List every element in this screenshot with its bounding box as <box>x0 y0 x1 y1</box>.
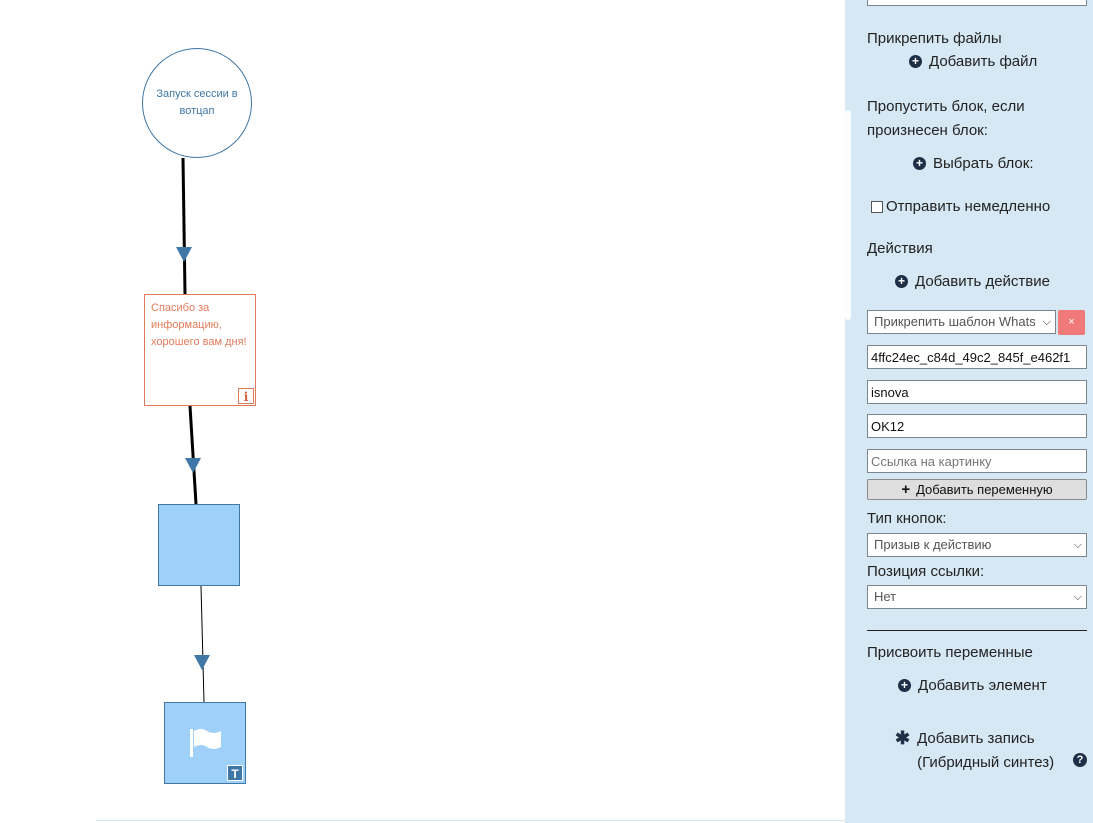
add-file-label: Добавить файл <box>929 53 1038 70</box>
link-position-value: Нет <box>874 589 897 604</box>
whatsapp-template-node[interactable]: T <box>164 702 246 784</box>
button-type-label: Тип кнопок: <box>867 510 947 527</box>
empty-block-node[interactable] <box>158 504 240 586</box>
plus-circle-icon: + <box>895 275 908 288</box>
flow-connectors <box>176 157 210 703</box>
assign-variables-label: Присвоить переменные <box>867 644 1033 661</box>
canvas-bottom-border <box>96 820 845 821</box>
connector-block-to-template <box>200 585 205 703</box>
add-record-button[interactable]: ✱ Добавить запись (Гибридный синтез) <box>895 727 1072 775</box>
question-circle-icon[interactable]: ? <box>1073 753 1087 767</box>
actions-label: Действия <box>867 240 933 257</box>
template-badge: T <box>227 765 243 781</box>
add-element-button[interactable]: + Добавить элемент <box>898 677 1047 694</box>
image-link-input[interactable] <box>867 449 1087 473</box>
asterisk-icon: ✱ <box>895 728 911 748</box>
message-node[interactable]: Спасибо за информацию, хорошего вам дня!… <box>144 294 256 406</box>
remove-action-button[interactable]: × <box>1058 310 1085 335</box>
flow-canvas[interactable]: Запуск сессии в вотцап Спасибо за информ… <box>0 0 845 823</box>
add-action-label: Добавить действие <box>915 273 1050 290</box>
block-settings-panel: Прикрепить файлы + Добавить файл Пропуст… <box>845 0 1093 823</box>
plus-circle-icon: + <box>913 157 926 170</box>
section-divider <box>867 630 1087 631</box>
previous-field-input[interactable] <box>867 0 1087 6</box>
send-now-label: Отправить немедленно <box>886 198 1051 215</box>
button-type-select[interactable]: Призыв к действию ⌵ <box>867 533 1087 557</box>
add-variable-button[interactable]: + Добавить переменную <box>867 479 1087 500</box>
namespace-input[interactable] <box>867 380 1087 404</box>
connector-message-to-block <box>188 405 198 505</box>
chevron-down-icon: ⌵ <box>1042 316 1051 328</box>
add-variable-label: Добавить переменную <box>916 482 1053 497</box>
arrow-icon <box>194 655 210 670</box>
add-record-label: Добавить запись (Гибридный синтез) <box>917 730 1055 771</box>
plus-circle-icon: + <box>898 679 911 692</box>
action-type-value: Прикрепить шаблон Whats <box>874 314 1036 329</box>
chevron-down-icon: ⌵ <box>1073 591 1082 603</box>
plus-icon: + <box>901 481 911 498</box>
link-position-select[interactable]: Нет ⌵ <box>867 585 1087 609</box>
plus-circle-icon: + <box>909 55 922 68</box>
arrow-icon <box>176 247 192 262</box>
panel-scrollbar[interactable] <box>845 110 851 320</box>
template-id-input[interactable] <box>867 345 1087 369</box>
start-session-node[interactable]: Запуск сессии в вотцап <box>142 48 252 158</box>
chevron-down-icon: ⌵ <box>1073 539 1082 551</box>
action-type-select[interactable]: Прикрепить шаблон Whats ⌵ <box>867 310 1056 334</box>
message-node-text: Спасибо за информацию, хорошего вам дня! <box>151 302 247 348</box>
arrow-icon <box>185 458 201 473</box>
add-action-button[interactable]: + Добавить действие <box>895 273 1050 290</box>
add-element-label: Добавить элемент <box>918 677 1047 694</box>
choose-block-label: Выбрать блок: <box>933 155 1034 172</box>
info-icon[interactable]: i <box>238 388 254 404</box>
attach-files-label: Прикрепить файлы <box>867 30 1002 47</box>
choose-block-button[interactable]: + Выбрать блок: <box>913 155 1034 172</box>
add-file-button[interactable]: + Добавить файл <box>909 53 1037 70</box>
link-position-label: Позиция ссылки: <box>867 563 985 580</box>
start-node-label: Запуск сессии в вотцап <box>156 88 238 117</box>
flag-icon <box>190 729 221 757</box>
send-now-checkbox[interactable] <box>871 200 883 213</box>
connector-start-to-message <box>181 157 187 295</box>
template-code-input[interactable] <box>867 414 1087 438</box>
send-now-checkbox-row[interactable]: Отправить немедленно <box>871 198 1050 215</box>
skip-block-label: Пропустить блок, если произнесен блок: <box>867 98 1025 139</box>
button-type-value: Призыв к действию <box>874 537 992 552</box>
